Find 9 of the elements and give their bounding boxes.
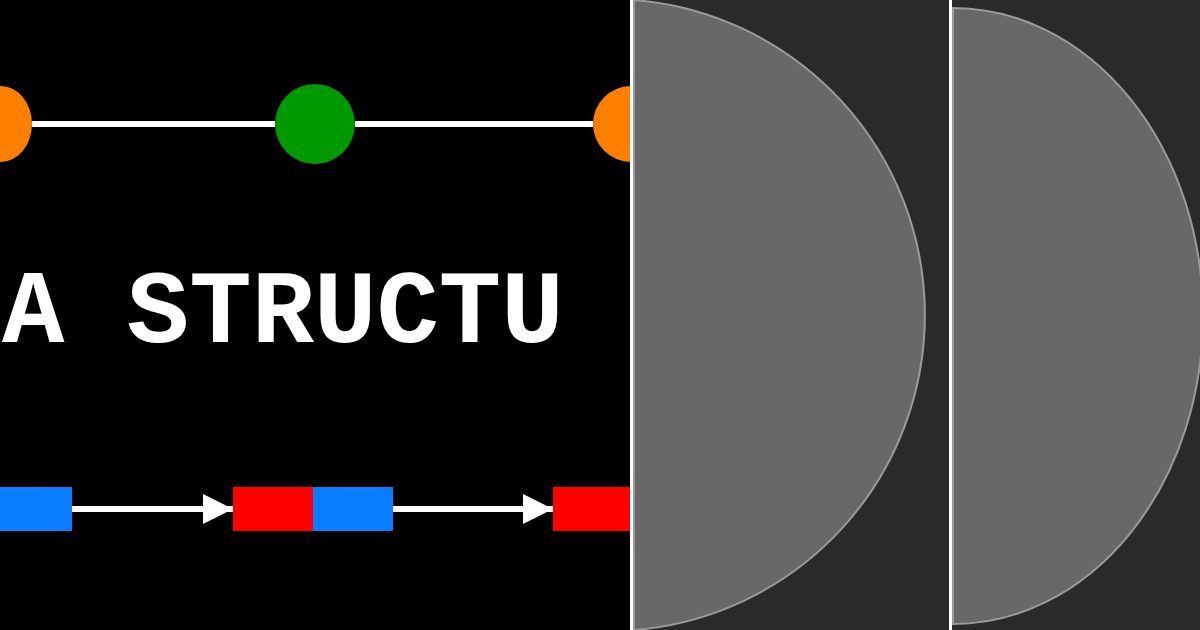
connector-line (355, 121, 593, 127)
arrow (393, 494, 553, 524)
box-node (553, 487, 630, 531)
box-node (233, 487, 313, 531)
box-node (0, 487, 72, 531)
connector-line (32, 121, 275, 127)
arrow (72, 494, 233, 524)
box-node (313, 487, 393, 531)
heading-text: A STRUCTU (2, 262, 564, 366)
